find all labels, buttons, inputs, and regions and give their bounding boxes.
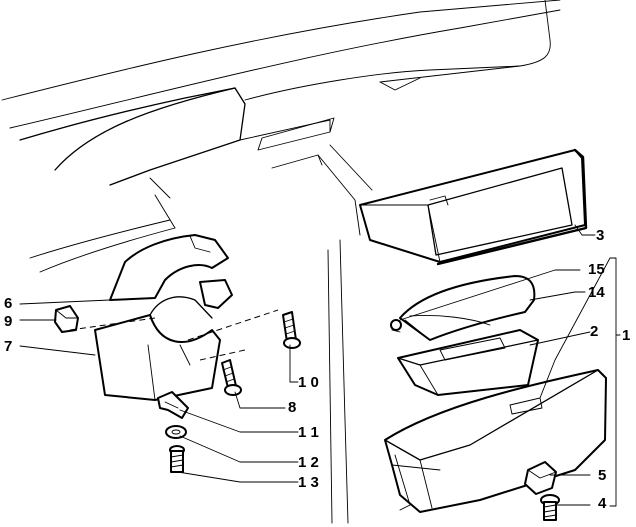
callout-8: 8 [288, 399, 296, 416]
assembly-dashed-lines [69, 309, 279, 361]
callout-9: 9 [4, 313, 12, 330]
screw-part-10 [282, 311, 301, 349]
callout-11: 1 1 [298, 424, 319, 441]
callout-7: 7 [4, 338, 12, 355]
nut-part-5 [524, 461, 557, 495]
callout-labels: 3 15 14 2 1 5 4 6 9 7 1 0 8 1 1 1 2 1 3 [4, 227, 630, 512]
dashboard-outline [1, 0, 561, 524]
washer-part-12 [165, 425, 187, 439]
callout-4: 4 [598, 495, 607, 512]
glovebox-part-1 [384, 369, 607, 513]
callout-15: 15 [588, 261, 605, 278]
leader-lines [19, 224, 621, 507]
block-part-9 [54, 305, 79, 333]
callout-5: 5 [598, 467, 606, 484]
screw-part-8 [221, 359, 242, 396]
cover-part-14 [399, 275, 536, 341]
callout-6: 6 [4, 295, 12, 312]
callout-13: 1 3 [298, 474, 319, 491]
shroud-upper-part-6 [109, 234, 233, 309]
callout-14: 14 [588, 284, 605, 301]
bolt-part-13 [169, 445, 185, 473]
storage-pocket-part-3 [359, 148, 588, 266]
shroud-lower-part-7 [94, 296, 221, 401]
callout-2: 2 [590, 323, 598, 340]
callout-10: 1 0 [298, 374, 319, 391]
callout-1: 1 [622, 327, 630, 344]
tray-part-2 [397, 329, 539, 396]
callout-12: 1 2 [298, 454, 319, 471]
screw-part-4 [540, 494, 560, 521]
clip-part-11 [157, 391, 189, 419]
callout-3: 3 [596, 227, 604, 244]
clip-part-15 [390, 319, 402, 333]
